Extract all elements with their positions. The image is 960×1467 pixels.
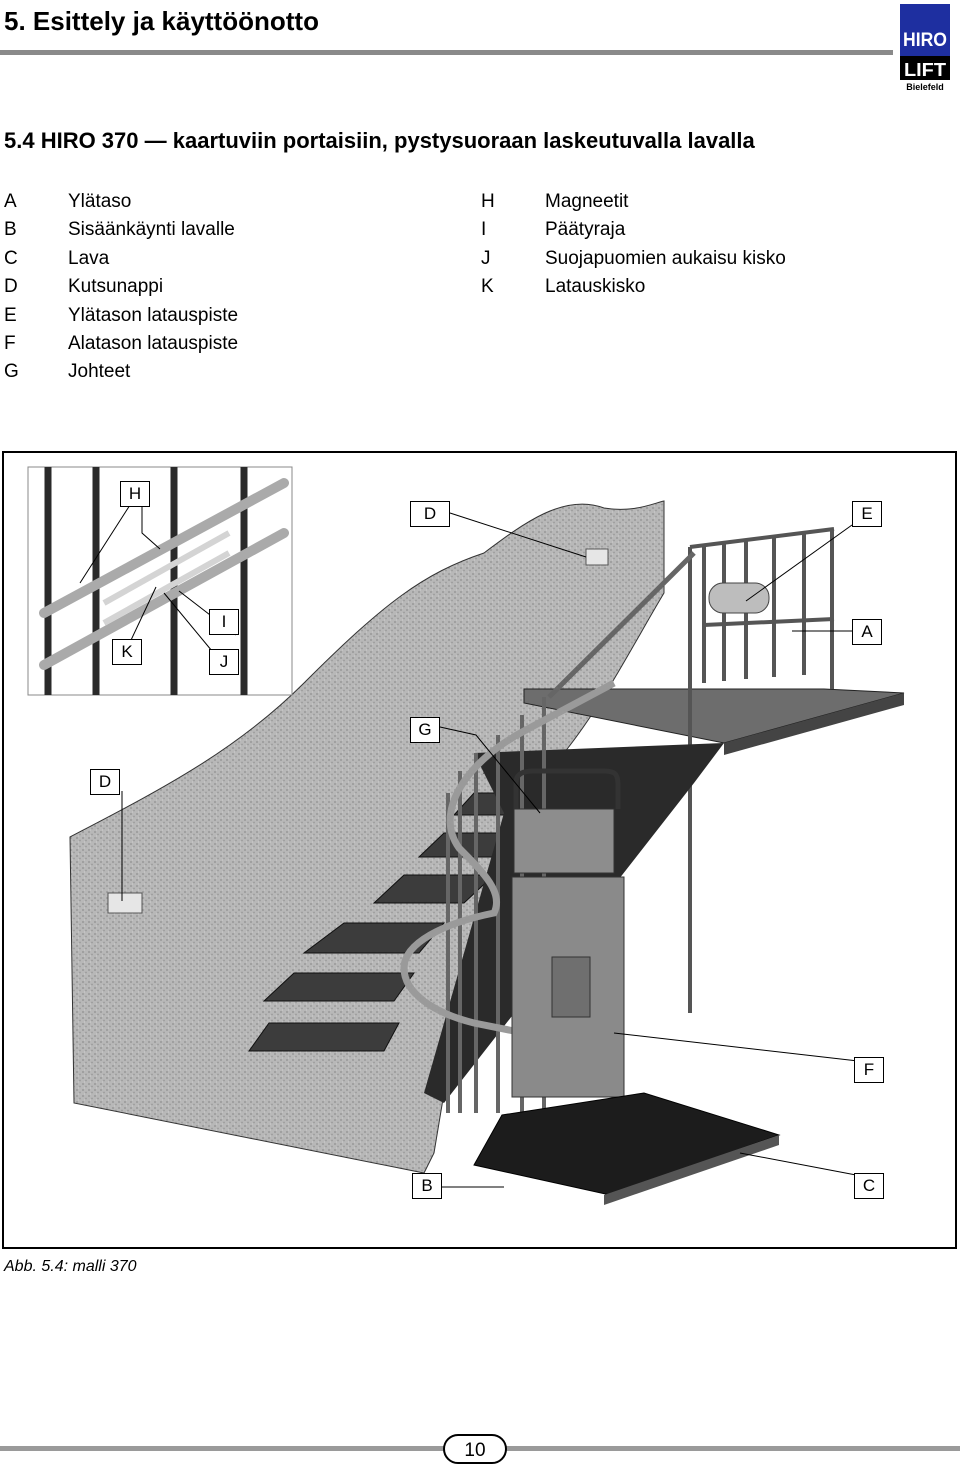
legend-key: D: [4, 276, 18, 298]
call-button-bottom: [107, 892, 143, 914]
figure-caption: Abb. 5.4: malli 370: [4, 1258, 137, 1275]
logo-brand-bottom: LIFT: [904, 60, 946, 80]
lower-platform: [473, 1092, 781, 1196]
legend-item: A Ylätaso: [4, 188, 238, 216]
callout-D-left: D: [90, 769, 120, 795]
call-button-top: [585, 548, 609, 566]
stairlift-illustration: [27, 466, 905, 1205]
legend-label: Kutsunappi: [68, 276, 164, 298]
page-number: 10: [443, 1434, 507, 1464]
legend-item: E Ylätason latauspiste: [4, 302, 238, 330]
legend-label: Latauskisko: [545, 276, 646, 298]
legend-key: J: [481, 247, 491, 269]
footer-rule-right: [505, 1446, 960, 1451]
callout-I: I: [209, 609, 239, 635]
legend-left: A Ylätaso B Sisäänkäynti lavalle C Lava D Ku…: [4, 188, 238, 387]
legend-key: K: [481, 276, 494, 298]
legend-label: Alatason latauspiste: [68, 333, 239, 355]
legend-item: F Alatason latauspiste: [4, 330, 238, 358]
legend-label: Päätyraja: [545, 219, 626, 241]
legend-item: H Magneetit: [481, 188, 786, 216]
detail-bars-inner: [102, 530, 231, 626]
legend-label: Ylätason latauspiste: [68, 304, 239, 326]
logo-brand-top: HIRO: [903, 30, 947, 51]
legend-key: E: [4, 304, 17, 326]
callout-H: H: [120, 481, 150, 507]
hiro-lift-logo: HIRO LIFT Bielefeld: [900, 4, 950, 92]
legend-right: H Magneetit I Päätyraja J Suojapuomien auka…: [481, 188, 786, 302]
legend-label: Lava: [68, 247, 110, 269]
callout-B: B: [412, 1173, 442, 1199]
legend-item: B Sisäänkäynti lavalle: [4, 216, 238, 244]
curved-guide-rail: [400, 679, 616, 1037]
legend-key: C: [4, 247, 18, 269]
legend-label: Johteet: [68, 361, 131, 383]
legend-item: J Suojapuomien aukaisu kisko: [481, 245, 786, 273]
logo-city: Bielefeld: [906, 82, 944, 92]
detail-bars: [39, 478, 289, 670]
header-rule: [0, 50, 893, 55]
legend-label: Suojapuomien aukaisu kisko: [545, 247, 786, 269]
callout-D-top: D: [410, 501, 450, 527]
legend-item: I Päätyraja: [481, 216, 786, 244]
callout-E: E: [852, 501, 882, 527]
legend-item: G Johteet: [4, 358, 238, 386]
callout-F: F: [854, 1057, 884, 1083]
callout-A: A: [852, 619, 882, 645]
chapter-title: 5. Esittely ja käyttöönotto: [4, 6, 319, 36]
legend-key: I: [481, 219, 487, 241]
legend-item: D Kutsunappi: [4, 273, 238, 301]
figure-frame: H D E I A K J G D F B C: [2, 451, 957, 1249]
lift-unit: [511, 768, 625, 1098]
legend-item: K Latauskisko: [481, 273, 786, 301]
legend-key: A: [4, 191, 17, 212]
callout-J: J: [209, 649, 239, 675]
callout-K: K: [112, 639, 142, 665]
callout-leader-lines: [79, 504, 859, 1188]
upper-charging-point: [708, 582, 770, 614]
legend-label: Sisäänkäynti lavalle: [68, 219, 235, 241]
legend-key: F: [4, 333, 16, 355]
section-title: 5.4 HIRO 370 — kaartuviin portaisiin, py…: [4, 128, 755, 153]
footer-rule-left: [0, 1446, 444, 1451]
legend-label: Magneetit: [545, 191, 629, 212]
legend-key: G: [4, 361, 19, 383]
legend-item: C Lava: [4, 245, 238, 273]
legend-key: H: [481, 191, 495, 212]
callout-G: G: [410, 717, 440, 743]
callout-C: C: [854, 1173, 884, 1199]
legend-label: Ylätaso: [68, 191, 132, 212]
legend-key: B: [4, 219, 17, 241]
